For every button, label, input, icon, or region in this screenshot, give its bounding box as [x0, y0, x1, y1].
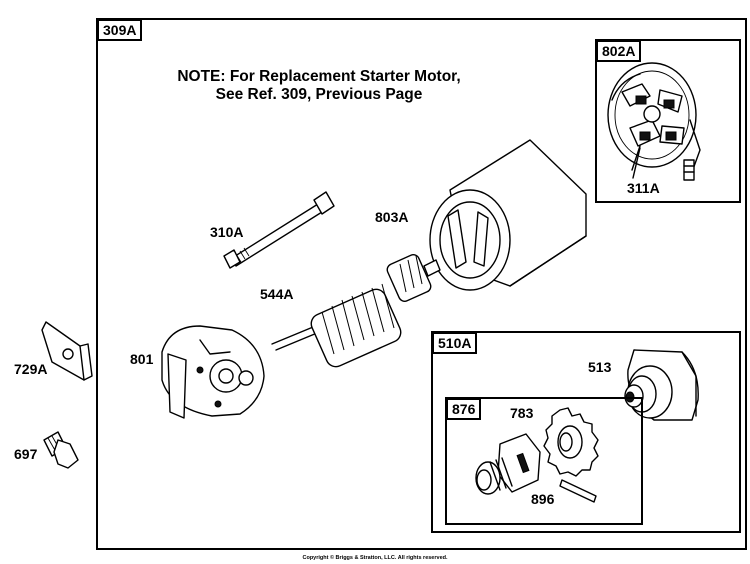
main-assembly-label: 309A	[97, 19, 143, 41]
callout-783: 783	[510, 405, 534, 421]
note-line-1: NOTE: For Replacement Starter Motor,	[177, 68, 461, 85]
bracket-drawing	[41, 321, 93, 381]
callout-310A: 310A	[210, 224, 244, 240]
brush-assembly-drawing	[607, 62, 701, 181]
copyright-notice: Copyright © Briggs & Stratton, LLC. All …	[302, 555, 448, 561]
drive-housing-drawing	[624, 349, 699, 421]
screw-drawing	[43, 431, 79, 469]
clutch-assembly-frame	[445, 397, 643, 525]
main-assembly-frame	[96, 18, 747, 550]
callout-802A: 802A	[596, 40, 642, 62]
replacement-note: NOTE: For Replacement Starter Motor, See…	[164, 68, 474, 104]
callout-510A: 510A	[432, 332, 478, 354]
callout-697: 697	[14, 446, 38, 462]
roll-pin-drawing	[559, 479, 597, 503]
clutch-spring-drawing	[475, 433, 541, 495]
callout-801: 801	[130, 351, 154, 367]
callout-729A: 729A	[14, 361, 48, 377]
callout-544A: 544A	[260, 286, 294, 302]
callout-803A: 803A	[375, 209, 409, 225]
leader-311A	[632, 147, 641, 179]
callout-513: 513	[588, 359, 612, 375]
armature-drawing	[271, 254, 441, 368]
end-cap-drawing	[161, 325, 265, 419]
callout-876: 876	[446, 398, 482, 420]
drive-assembly-frame	[431, 331, 741, 533]
note-line-2: See Ref. 309, Previous Page	[215, 86, 423, 103]
motor-housing-drawing	[429, 139, 587, 291]
callout-311A: 311A	[627, 180, 660, 196]
pinion-gear-drawing	[543, 407, 599, 477]
callout-896: 896	[531, 491, 555, 507]
through-bolt-drawing	[223, 191, 335, 269]
